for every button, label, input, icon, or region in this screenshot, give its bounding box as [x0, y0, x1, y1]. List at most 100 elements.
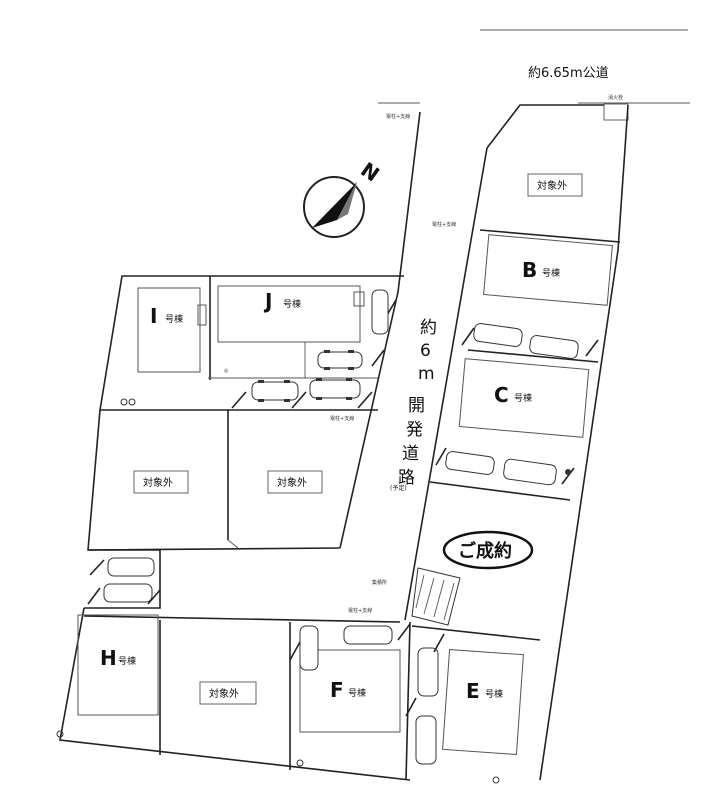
lot-c-sold-divider: [429, 481, 571, 501]
hatch-c-1: [435, 447, 447, 466]
pole-note-1: 電柱+支線: [386, 113, 410, 120]
hatch-j-2: [291, 391, 307, 409]
car-h-1: [107, 557, 155, 577]
sold-badge-outline: [442, 530, 534, 570]
building-e: [442, 649, 524, 755]
marker-6: [492, 776, 500, 784]
lot-h-suffix: 号棟: [118, 655, 136, 667]
collection-hatch-4: [443, 582, 455, 621]
lot-b-letter: B: [522, 258, 537, 282]
hatch-f-1: [289, 641, 301, 661]
east-edge: [539, 249, 619, 781]
pole-note-4: 電柱+支線: [432, 221, 456, 228]
dev-road-char-5: 発: [406, 420, 423, 440]
building-f: [299, 649, 401, 733]
car-h-2: [103, 583, 153, 603]
lot-c-letter: C: [494, 383, 509, 407]
lot-f-letter: F: [330, 678, 344, 702]
excluded-label-1: 対象外: [143, 476, 173, 489]
lot-h-outline: [59, 607, 411, 781]
car-j-3: [251, 380, 299, 402]
lot-i-suffix: 号棟: [165, 313, 183, 325]
hatch-c-2: [561, 467, 575, 485]
excluded-label-3: 対象外: [537, 179, 567, 192]
collection-area: [411, 567, 461, 626]
dev-road-char-2: 6: [420, 341, 431, 361]
dev-road-left-edge: [339, 291, 399, 549]
car-j-1: [317, 350, 363, 370]
excluded-box-4: [199, 681, 257, 705]
lot-c-suffix: 号棟: [514, 392, 532, 404]
car-e-2: [415, 715, 437, 765]
north-arrow: N: [303, 157, 384, 238]
lot-j-suffix: 号棟: [283, 298, 301, 310]
lot-i-meter-note: ◎: [224, 368, 229, 374]
hatch-e-2: [433, 633, 445, 653]
collection-hatch-2: [423, 577, 435, 615]
excluded-top-outline: [486, 104, 604, 149]
dev-road-right-edge: [404, 147, 488, 621]
collection-note: 集積所: [372, 579, 387, 586]
building-j: [217, 285, 361, 343]
lot-j-letter: J: [263, 289, 272, 313]
dev-road-char-4: 開: [408, 396, 425, 416]
building-b: [483, 234, 613, 306]
car-f-1: [299, 625, 319, 671]
fire-hydrant-box: [603, 103, 629, 121]
building-h: [77, 614, 159, 716]
lot-b-c-divider: [467, 349, 599, 363]
marker-4: [56, 730, 64, 738]
car-j-4: [371, 289, 389, 335]
hatch-f-2: [397, 623, 411, 641]
lot-i-letter: I: [150, 304, 157, 328]
car-f-2: [343, 625, 393, 645]
excluded-box-2: [267, 470, 323, 494]
car-e-1: [417, 647, 439, 697]
marker-1: [120, 398, 128, 406]
lot-h-letter: H: [100, 646, 117, 670]
dev-road-char-6: 道: [402, 444, 419, 464]
dev-road-char-1: 約: [420, 318, 437, 338]
dev-road-char-7: 路: [398, 468, 415, 488]
parking-h-outline: [84, 549, 161, 609]
fire-hydrant-note: 消火栓: [608, 94, 623, 101]
hatch-h-1: [89, 559, 105, 576]
car-j-2: [309, 378, 361, 400]
lot-sold-e-divider: [411, 625, 541, 641]
north-arrow-circle-icon: [303, 176, 365, 238]
hatch-j-3: [357, 391, 373, 409]
hatch-j-4: [371, 349, 385, 367]
excluded-label-4: 対象外: [209, 687, 239, 700]
excluded-box-1: [133, 470, 189, 494]
east-edge-upper: [617, 104, 629, 251]
car-b-2: [529, 335, 579, 359]
lot-b-suffix: 号棟: [542, 267, 560, 279]
lot-row-top: [83, 615, 401, 623]
dev-road-left-edge-upper: [397, 111, 421, 293]
marker-3: [296, 759, 304, 767]
north-arrow-shade-icon: [337, 182, 357, 220]
sold-badge: ご成約: [442, 530, 534, 570]
public-road-label: 約6.65m公道: [528, 66, 609, 81]
excluded-middle-corner: [227, 539, 239, 549]
pole-note-2: 電柱+支線: [330, 415, 354, 422]
marker-5: [565, 469, 571, 475]
marker-2: [128, 398, 136, 406]
hatch-b-2: [585, 339, 599, 357]
collection-hatch-1: [415, 574, 425, 609]
car-c-1: [445, 451, 495, 475]
excluded-top-divider: [479, 229, 621, 243]
building-c: [458, 358, 590, 438]
building-i-porch: [197, 304, 207, 326]
car-b-1: [473, 323, 523, 347]
excluded-box-3: [527, 173, 583, 197]
hatch-h-2: [87, 587, 101, 605]
pole-note-3: 電柱+支線: [348, 607, 372, 614]
hatch-e-1: [405, 697, 417, 717]
lot-f-divider: [405, 621, 411, 781]
north-arrow-pointer-icon: [312, 182, 357, 228]
dev-road-note: (予定): [390, 484, 407, 492]
collection-hatch-3: [433, 579, 445, 618]
lot-ij-outline: [99, 275, 404, 411]
